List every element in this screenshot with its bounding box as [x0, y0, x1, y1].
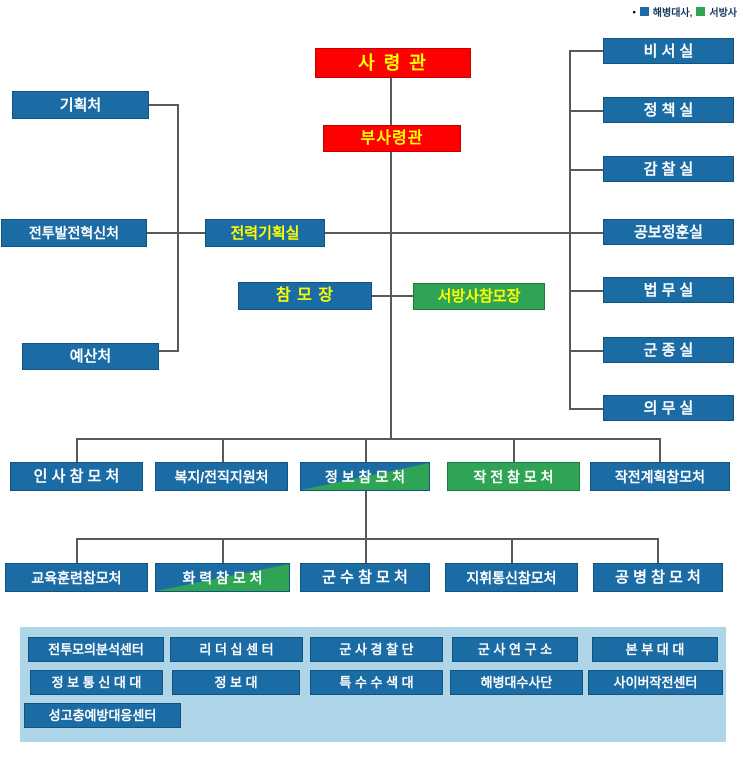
connector-row1-row2	[365, 491, 367, 538]
node-welfare-support: 복지/전직지원처	[155, 462, 288, 491]
node-education-training-staff: 교육훈련참모처	[5, 563, 148, 592]
west-command-color-swatch	[696, 7, 706, 16]
node-chaplain-office: 군 종 실	[603, 337, 734, 363]
legend-bullet: •	[632, 6, 636, 17]
connector-chaplain	[569, 350, 603, 352]
connector-medical	[569, 408, 603, 410]
drop-personnel	[76, 438, 78, 462]
node-logistics-staff: 군 수 참 모 처	[300, 563, 430, 592]
node-legal-office: 법 무 실	[603, 277, 734, 303]
node-budget-office: 예산처	[22, 343, 159, 370]
distributor-row1	[76, 438, 661, 440]
drop-c4i	[511, 538, 513, 563]
drop-firepower	[222, 538, 224, 563]
node-west-chief-of-staff: 서방사참모장	[413, 283, 545, 310]
node-special-recon: 특 수 수 색 대	[310, 670, 443, 695]
drop-operations	[513, 438, 515, 462]
node-medical-office: 의 무 실	[603, 395, 734, 421]
connector-legal	[569, 290, 603, 292]
connector-right-spine	[569, 50, 571, 410]
node-personnel-staff: 인 사 참 모 처	[10, 462, 143, 491]
drop-welfare	[222, 438, 224, 462]
connector-chiefstaff-westchief	[372, 295, 413, 297]
distributor-row2	[76, 538, 658, 540]
drop-engineer	[657, 538, 659, 563]
marine-hq-color-swatch	[639, 7, 649, 16]
connector-inspection	[569, 169, 603, 171]
connector-budget	[159, 350, 179, 352]
connector-policy	[569, 110, 603, 112]
node-combat-dev-innovation: 전투발전혁신처	[1, 219, 147, 247]
node-secretary-office: 비 서 실	[603, 38, 734, 64]
drop-logistics	[365, 538, 367, 563]
connector-combatdev-forceplanning	[147, 232, 205, 234]
node-intel-unit: 정 보 대	[172, 670, 300, 695]
node-operations-staff: 작 전 참 모 처	[447, 462, 580, 491]
node-signal-battalion: 정 보 통 신 대 대	[30, 670, 163, 695]
node-leadership-center: 리 더 십 센 터	[170, 637, 303, 662]
node-cyber-ops-center: 사이버작전센터	[588, 670, 723, 695]
connector-forceplanning-publicaffairs	[325, 232, 603, 234]
drop-op-planning	[659, 438, 661, 462]
node-policy-office: 정 책 실	[603, 97, 734, 123]
connector-planning	[149, 104, 179, 106]
legend: • 해병대사, 서방사	[632, 4, 737, 20]
node-op-planning-staff: 작전계획참모처	[590, 462, 730, 491]
node-planning-office: 기획처	[12, 91, 149, 119]
drop-intelligence	[365, 438, 367, 462]
node-public-affairs-office: 공보정훈실	[603, 219, 734, 245]
node-c4i-staff: 지휘통신참모처	[445, 563, 578, 592]
node-engineer-staff: 공 병 참 모 처	[593, 563, 723, 592]
node-military-police: 군 사 경 찰 단	[310, 637, 443, 662]
connector-commander-deputy	[390, 78, 392, 125]
drop-education	[76, 538, 78, 563]
legend-label-marine: 해병대사,	[652, 8, 693, 19]
connector-secretary	[569, 50, 603, 52]
node-commander: 사 령 관	[315, 48, 471, 78]
node-firepower-staff: 화 력 참 모 처	[155, 563, 290, 592]
node-intelligence-staff: 정 보 참 모 처	[300, 462, 430, 491]
node-hq-battalion: 본 부 대 대	[592, 637, 718, 662]
node-chief-of-staff: 참 모 장	[238, 282, 372, 310]
node-deputy-commander: 부사령관	[323, 125, 461, 152]
node-military-research: 군 사 연 구 소	[452, 637, 578, 662]
node-force-planning: 전력기획실	[205, 219, 325, 247]
node-marine-investigation: 해병대수사단	[450, 670, 583, 695]
connector-left-spine	[177, 104, 179, 352]
node-inspection-office: 감 찰 실	[603, 156, 734, 182]
node-grievance-center: 성고충예방대응센터	[24, 703, 181, 728]
node-combat-sim-center: 전투모의분석센터	[28, 637, 164, 662]
legend-label-west: 서방사	[709, 8, 737, 19]
